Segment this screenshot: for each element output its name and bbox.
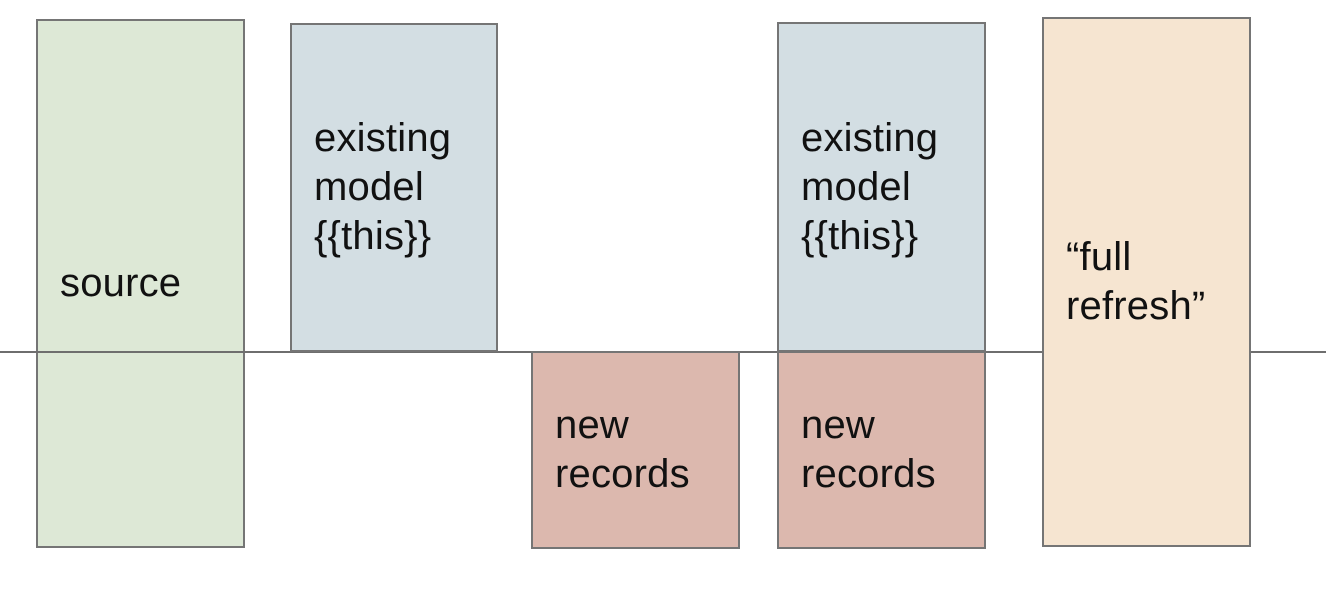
source-label-line: source — [60, 261, 182, 305]
new-records-1-box: new records — [531, 351, 740, 549]
existing-model-1-box: existing model {{this}} — [290, 23, 498, 352]
new-records-1-label-line: records — [555, 452, 690, 496]
existing-model-2-label-line: existing — [801, 115, 939, 160]
existing-model-2-label-line: model — [801, 164, 911, 209]
existing-model-2-label-line: {{this}} — [801, 213, 919, 258]
new-records-1-label-line: new — [555, 403, 629, 447]
existing-model-1-label-line: {{this}} — [314, 214, 432, 258]
source-box: source — [36, 19, 245, 548]
new-records-2-label-line: new — [801, 403, 875, 447]
full-refresh-label-line: refresh” — [1066, 284, 1206, 328]
existing-model-1-label-line: existing — [314, 116, 452, 160]
full-refresh-box: “full refresh” — [1042, 17, 1251, 547]
new-records-2-box: new records — [777, 351, 986, 549]
full-refresh-label-line: “full — [1066, 235, 1132, 279]
existing-model-1-label-line: model — [314, 165, 424, 209]
new-records-2-label-line: records — [801, 452, 936, 496]
